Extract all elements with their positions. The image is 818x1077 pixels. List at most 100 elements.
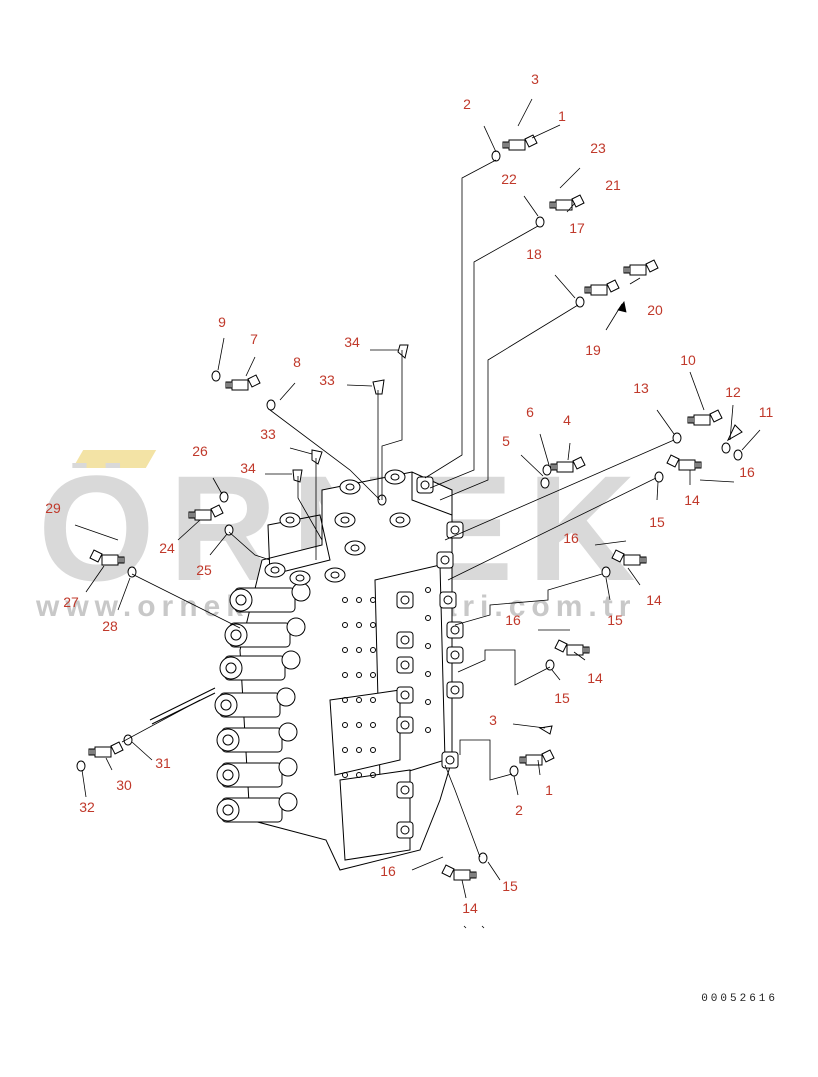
body-hole [370, 722, 376, 728]
spool-cap-2 [224, 617, 306, 648]
fitting-14c [554, 639, 590, 656]
callout-label-2: 2 [463, 96, 471, 112]
body-hole [342, 772, 348, 778]
leader-28 [74, 524, 119, 541]
leader-4 [559, 167, 581, 189]
side-port-3 [436, 551, 454, 569]
pipe-line-15 [459, 739, 513, 781]
body-hole [356, 597, 362, 603]
side-port-8 [441, 751, 459, 769]
side-port-9 [396, 591, 414, 609]
callout-label-16: 16 [739, 464, 755, 480]
callout-label-14: 14 [646, 592, 662, 608]
o-ring-6 [542, 464, 552, 476]
side-port-15 [396, 821, 414, 839]
callout-label-34: 34 [344, 334, 360, 350]
body-hole [356, 722, 362, 728]
body-hole [342, 697, 348, 703]
leader-14 [346, 384, 373, 387]
callout-label-31: 31 [155, 755, 171, 771]
leader-33 [594, 540, 627, 546]
callout-label-6: 6 [526, 404, 534, 420]
fitting-17b [584, 279, 620, 296]
side-port-10 [396, 631, 414, 649]
pipe-line-11 [444, 439, 675, 541]
body-hole [342, 597, 348, 603]
side-port-12 [396, 686, 414, 704]
callout-label-22: 22 [501, 171, 517, 187]
o-ring-5 [266, 399, 276, 411]
leader-30 [209, 533, 228, 556]
arrow-19 [617, 301, 627, 313]
callout-label-29: 29 [45, 500, 61, 516]
top-plug-7 [264, 562, 286, 578]
fitting-4 [550, 456, 586, 473]
fitting-30 [88, 741, 124, 758]
spool-cap-7 [216, 792, 298, 823]
side-port-6 [446, 646, 464, 664]
callout-label-19: 19 [585, 342, 601, 358]
side-port-7 [446, 681, 464, 699]
side-port-1 [416, 476, 434, 494]
body-hole [342, 622, 348, 628]
leader-5 [523, 195, 539, 217]
body-hole [356, 772, 362, 778]
callout-label-14: 14 [587, 670, 603, 686]
drawing-code: 00052616 [701, 993, 778, 1005]
body-hole [370, 647, 376, 653]
plate-hole [425, 643, 431, 649]
o-ring-14 [219, 491, 229, 503]
o-ring-10 [601, 566, 611, 578]
leader-45 [411, 856, 444, 871]
body-hole [356, 697, 362, 703]
o-ring-15 [224, 524, 234, 536]
side-port-5 [446, 621, 464, 639]
spool-cap-5 [216, 722, 298, 753]
o-ring-11 [545, 659, 555, 671]
o-ring-20 [721, 442, 731, 454]
callout-label-1: 1 [545, 782, 553, 798]
body-hole [356, 747, 362, 753]
valve-body-edge [321, 472, 453, 545]
leader-46 [487, 861, 501, 881]
pipe-line-1 [424, 159, 497, 479]
callout-label-24: 24 [159, 540, 175, 556]
fitting-10 [687, 409, 723, 426]
leader-8 [629, 277, 641, 285]
callout-label-15: 15 [554, 690, 570, 706]
callout-label-18: 18 [526, 246, 542, 262]
fitting-24 [188, 504, 224, 521]
leader-10 [217, 337, 225, 371]
callout-label-9: 9 [218, 314, 226, 330]
side-port-11 [396, 656, 414, 674]
callout-label-15: 15 [649, 514, 665, 530]
o-ring-8 [672, 432, 682, 444]
pipe-line-2 [429, 225, 539, 489]
callout-label-23: 23 [590, 140, 606, 156]
side-port-14 [396, 781, 414, 799]
o-ring-1 [491, 150, 501, 162]
callout-label-5: 5 [502, 433, 510, 449]
callout-label-1: 1 [558, 108, 566, 124]
body-hole [356, 647, 362, 653]
callout-label-16: 16 [380, 863, 396, 879]
o-ring-13 [478, 852, 488, 864]
body-hole [356, 672, 362, 678]
callout-label-12: 12 [725, 384, 741, 400]
leader-43 [105, 757, 113, 771]
body-hole [370, 597, 376, 603]
callout-label-33: 33 [260, 426, 276, 442]
leader-32 [117, 577, 131, 611]
body-hole [370, 747, 376, 753]
top-plug-3 [334, 512, 356, 528]
top-plug-9 [324, 567, 346, 583]
callout-label-3: 3 [489, 712, 497, 728]
plug-12 [726, 424, 743, 442]
o-ring-4 [211, 370, 221, 382]
callout-label-2: 2 [515, 802, 523, 818]
fitting-14b [611, 549, 647, 566]
plug-34-left [292, 469, 303, 483]
top-plug-6 [279, 512, 301, 528]
body-hole [342, 672, 348, 678]
